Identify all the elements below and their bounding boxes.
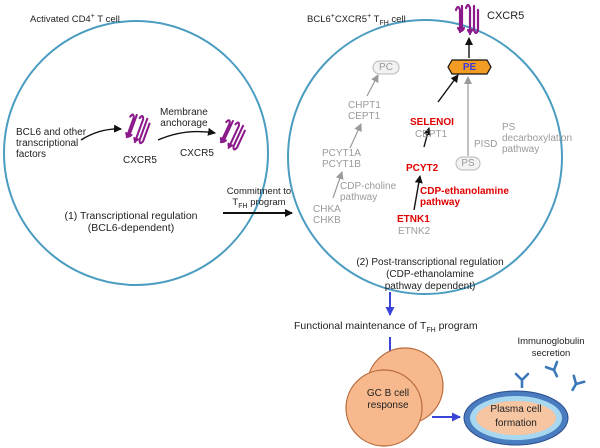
antibody-icon-3 xyxy=(566,374,586,395)
cxcr5-receptor-icon xyxy=(121,111,153,146)
chpt1-to-pc-arrow xyxy=(366,74,379,97)
pcyt1-to-chpt1-arrow xyxy=(349,123,362,149)
cept1-b-label: CEPT1 xyxy=(415,129,448,140)
activated-cd4-cell xyxy=(3,20,269,286)
plasma-cell-label: Plasma cell formation xyxy=(490,404,542,429)
transcription-factors-label: BCL6 and other transcriptional factors xyxy=(16,127,87,160)
post-transcriptional-regulation-label: (2) Post-transcriptional regulation (CDP… xyxy=(356,257,504,292)
cxcr5-membrane-receptor-icon xyxy=(215,116,248,153)
left-cell-title: Activated CD4+ T cell xyxy=(30,12,120,25)
etnk2-label: ETNK2 xyxy=(398,226,431,237)
immunoglobulin-label: Immunoglobulin secretion xyxy=(517,336,585,359)
pc-node xyxy=(372,60,400,75)
etnk1-label: ETNK1 xyxy=(397,214,430,225)
membrane-anchorage-label: Membrane anchorage xyxy=(160,107,208,129)
functional-maintenance-label: Functional maintenance of TFH program xyxy=(294,320,478,335)
right-cell-title: BCL6+CXCR5+ TFH cell xyxy=(307,12,406,27)
antibody-icon-1 xyxy=(514,372,530,388)
plasma-cell-nucleus xyxy=(476,401,556,435)
tfh-cell xyxy=(287,19,563,295)
gc-b-cell-front xyxy=(345,369,423,447)
membrane-anchorage-arrow xyxy=(157,127,216,141)
antibody-icon-2 xyxy=(544,360,564,381)
commitment-label: Commitment to TFH program xyxy=(226,186,292,210)
ps-decarboxylation-label: PS decarboxylation pathway xyxy=(502,122,573,155)
chpt1-cept1-label: CHPT1 CEPT1 xyxy=(348,100,381,122)
ps-node xyxy=(455,156,481,171)
cxcr5-surface-receptor-icon xyxy=(454,3,480,36)
pe-node xyxy=(447,59,492,75)
pe-label: PE xyxy=(462,62,477,73)
ps-label: PS xyxy=(461,158,475,169)
transcriptional-regulation-label: (1) Transcriptional regulation (BCL6-dep… xyxy=(64,210,198,234)
gc-b-cell-label: GC B cell response xyxy=(366,388,410,411)
selenoi-to-pe-arrow xyxy=(437,74,459,103)
cxcr5-label-b: CXCR5 xyxy=(180,148,214,159)
pc-label: PC xyxy=(379,62,393,73)
tf-to-cxcr5-arrow xyxy=(80,124,122,141)
pisd-label: PISD xyxy=(474,139,498,150)
pcyt1-label: PCYT1A PCYT1B xyxy=(322,148,361,170)
cxcr5-top-label: CXCR5 xyxy=(487,10,525,22)
cxcr5-label-a: CXCR5 xyxy=(123,155,157,166)
cdp-choline-label: CDP-choline pathway xyxy=(340,181,397,203)
pcyt2-label: PCYT2 xyxy=(406,163,439,174)
cdp-ethanolamine-label: CDP-ethanolamine pathway xyxy=(420,186,509,208)
etnk1-to-pcyt2-arrow xyxy=(413,175,423,211)
chk-label: CHKA CHKB xyxy=(313,204,341,226)
pcyt2-to-selenoi-arrow xyxy=(423,127,432,148)
chk-to-pcyt1-arrow xyxy=(332,171,344,199)
selenoi-label: SELENOI xyxy=(410,117,454,128)
